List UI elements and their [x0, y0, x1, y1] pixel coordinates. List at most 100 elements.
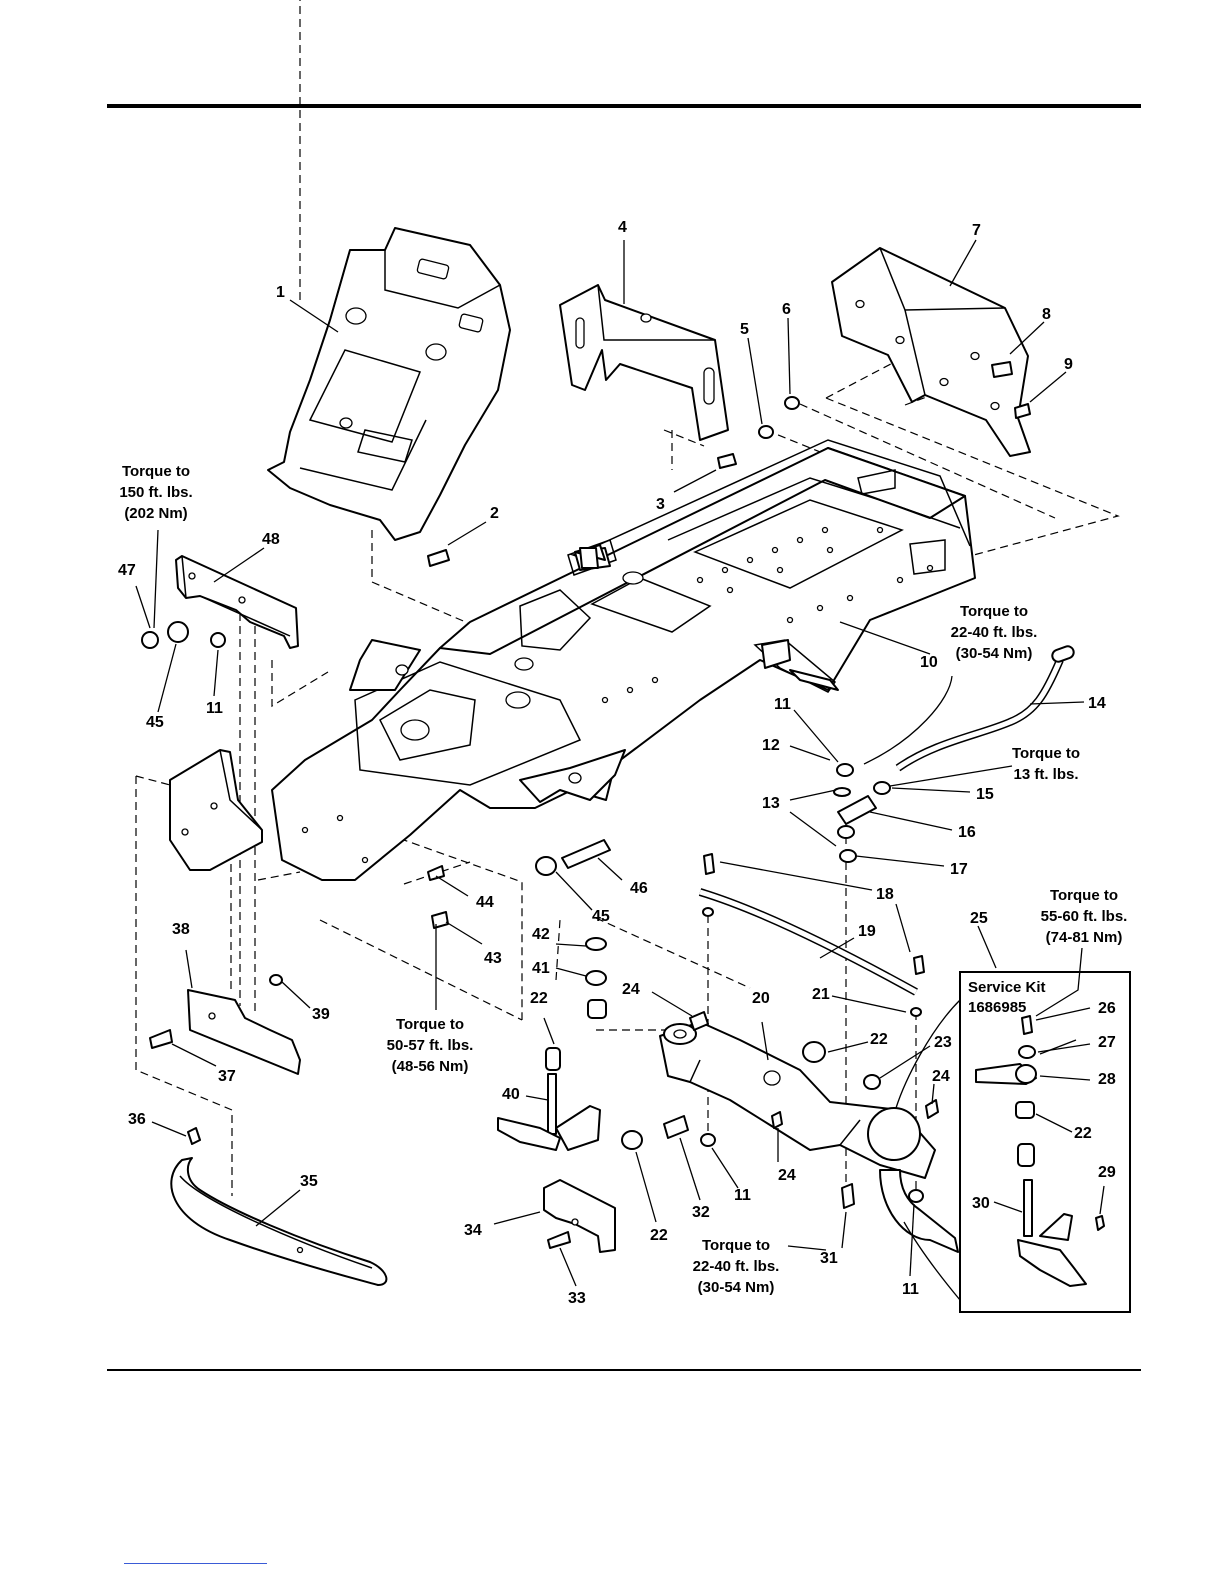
svg-text:Torque to: Torque to [396, 1016, 464, 1033]
callout-43: 43 [484, 950, 502, 967]
callout-2: 2 [490, 505, 499, 522]
callout-20: 20 [752, 990, 770, 1007]
callout-38: 38 [172, 921, 190, 938]
callout-18: 18 [876, 886, 894, 903]
tie-rod-19-part [698, 888, 918, 996]
callout-36: 36 [128, 1111, 146, 1128]
callout-31: 31 [820, 1250, 838, 1267]
drag-link-14-part [895, 645, 1075, 772]
callout-33: 33 [568, 1290, 586, 1307]
callout-29: 29 [1098, 1164, 1116, 1181]
callout-46: 46 [630, 880, 648, 897]
torque-note-55: Torque to 55-60 ft. lbs. (74-81 Nm) [1041, 887, 1128, 946]
callout-19: 19 [858, 923, 876, 940]
callout-6: 6 [782, 301, 791, 318]
callout-1: 1 [276, 284, 285, 301]
service-kit-label: Service Kit 1686985 [968, 979, 1046, 1016]
service-kit-title: Service Kit [968, 979, 1046, 996]
frame-part [271, 439, 976, 881]
callout-14: 14 [1088, 695, 1106, 712]
callout-45-center: 45 [592, 908, 610, 925]
callout-4: 4 [618, 219, 627, 236]
callout-24-right: 24 [932, 1068, 950, 1085]
spindle-40-part [497, 1047, 601, 1151]
callout-34: 34 [464, 1222, 482, 1239]
axle-20-part [659, 1021, 936, 1179]
hardware-items [141, 361, 1031, 1249]
torque-notes: Torque to 150 ft. lbs. (202 Nm) Torque t… [119, 463, 1127, 1296]
svg-text:50-57 ft. lbs.: 50-57 ft. lbs. [387, 1037, 474, 1054]
svg-text:Torque to: Torque to [702, 1237, 770, 1254]
front-bracket-part [169, 749, 263, 871]
callout-15: 15 [976, 786, 994, 803]
callout-9: 9 [1064, 356, 1073, 373]
svg-text:13 ft. lbs.: 13 ft. lbs. [1013, 766, 1078, 783]
svg-text:(202 Nm): (202 Nm) [124, 505, 187, 522]
callout-22-left: 22 [530, 990, 548, 1007]
footer-link-underline [124, 1563, 267, 1564]
header-rule [107, 104, 1141, 108]
bumper-35-part [170, 1157, 388, 1286]
svg-text:22-40 ft. lbs.: 22-40 ft. lbs. [951, 624, 1038, 641]
svg-text:(30-54 Nm): (30-54 Nm) [698, 1279, 775, 1296]
callout-16: 16 [958, 824, 976, 841]
service-kit-box [959, 971, 1131, 1313]
svg-text:(48-56 Nm): (48-56 Nm) [392, 1058, 469, 1075]
callout-24-bottom: 24 [778, 1167, 796, 1184]
callout-17: 17 [950, 861, 968, 878]
callout-48: 48 [262, 531, 280, 548]
service-kit-number: 1686985 [968, 999, 1026, 1016]
callout-11-left: 11 [206, 700, 223, 717]
callout-12: 12 [762, 737, 780, 754]
svg-text:22-40 ft. lbs.: 22-40 ft. lbs. [693, 1258, 780, 1275]
torque-note-13: Torque to 13 ft. lbs. [1012, 745, 1080, 783]
callout-30: 30 [972, 1195, 990, 1212]
callout-42: 42 [532, 926, 550, 943]
callout-32: 32 [692, 1204, 710, 1221]
svg-text:(74-81 Nm): (74-81 Nm) [1046, 929, 1123, 946]
callout-41: 41 [532, 960, 550, 977]
callout-28: 28 [1098, 1071, 1116, 1088]
svg-text:55-60 ft. lbs.: 55-60 ft. lbs. [1041, 908, 1128, 925]
callout-3: 3 [656, 496, 665, 513]
footer-rule [107, 1369, 1141, 1371]
callout-40: 40 [502, 1086, 520, 1103]
callout-10: 10 [920, 654, 938, 671]
callout-44: 44 [476, 894, 494, 911]
callout-37: 37 [218, 1068, 236, 1085]
svg-text:Torque to: Torque to [122, 463, 190, 480]
spindle-right-part [867, 1107, 959, 1253]
callout-labels: 1 2 3 4 5 6 7 8 9 10 11 11 11 11 12 13 1… [118, 219, 1116, 1307]
callout-26: 26 [1098, 1000, 1116, 1017]
callout-27: 27 [1098, 1034, 1116, 1051]
bracket-48-part [175, 555, 299, 649]
callout-47: 47 [118, 562, 136, 579]
dash-panel-part [267, 227, 511, 541]
callout-8: 8 [1042, 306, 1051, 323]
bracket-4-part [559, 284, 729, 441]
callout-11-steering: 11 [774, 696, 791, 713]
callout-39: 39 [312, 1006, 330, 1023]
callout-7: 7 [972, 222, 981, 239]
callout-5: 5 [740, 321, 749, 338]
callout-35: 35 [300, 1173, 318, 1190]
callout-22-kit: 22 [1074, 1125, 1092, 1142]
callout-22-axle: 22 [870, 1031, 888, 1048]
torque-note-axle: Torque to 22-40 ft. lbs. (30-54 Nm) [693, 1237, 780, 1296]
torque-note-50: Torque to 50-57 ft. lbs. (48-56 Nm) [387, 1016, 474, 1075]
callout-23: 23 [934, 1034, 952, 1051]
svg-text:150 ft. lbs.: 150 ft. lbs. [119, 484, 192, 501]
leader-lines [135, 239, 1105, 1301]
callout-45-left: 45 [146, 714, 164, 731]
svg-text:Torque to: Torque to [960, 603, 1028, 620]
frame-holes [301, 526, 934, 864]
steering-arm-16-part [833, 763, 891, 863]
callout-25: 25 [970, 910, 988, 927]
callout-24-left: 24 [622, 981, 640, 998]
callout-11-axle: 11 [734, 1187, 751, 1204]
svg-text:(30-54 Nm): (30-54 Nm) [956, 645, 1033, 662]
callout-22-bottom: 22 [650, 1227, 668, 1244]
bracket-34-part [543, 1179, 616, 1253]
torque-note-150: Torque to 150 ft. lbs. (202 Nm) [119, 463, 192, 522]
